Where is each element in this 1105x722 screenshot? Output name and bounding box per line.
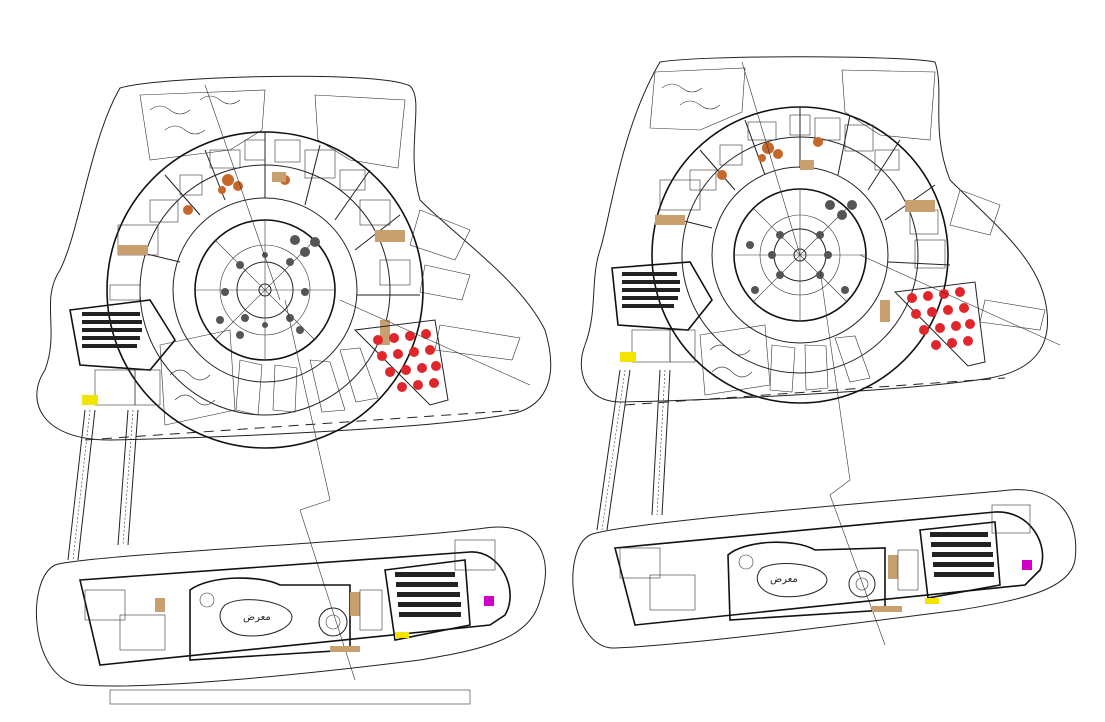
auditorium bbox=[69, 299, 176, 371]
wood-panels bbox=[655, 160, 935, 322]
landscape-block bbox=[649, 67, 746, 131]
floor-plan-right: معرض bbox=[572, 56, 1077, 649]
fountain-inner bbox=[855, 577, 869, 591]
landscape-block bbox=[159, 329, 236, 426]
lower-building-inner bbox=[613, 511, 1044, 626]
stage-highlight-yellow bbox=[925, 598, 939, 604]
room-furniture bbox=[659, 114, 946, 269]
exhibition-label: معرض bbox=[243, 612, 271, 623]
dashed-boundary bbox=[624, 377, 1006, 406]
lower-building-outline bbox=[572, 489, 1077, 649]
auditorium-seats bbox=[622, 272, 680, 308]
wood-panels bbox=[118, 172, 405, 345]
service-rooms bbox=[631, 329, 696, 363]
stair-highlight bbox=[620, 352, 636, 362]
dashed-boundary bbox=[84, 409, 521, 441]
planter bbox=[199, 592, 215, 608]
exhibition-label: معرض bbox=[770, 574, 798, 585]
lower-wood-panels bbox=[155, 592, 360, 652]
landscape-block bbox=[699, 324, 771, 396]
lower-building-outline bbox=[36, 526, 546, 687]
site-boundary bbox=[580, 56, 1049, 403]
lower-rooms bbox=[84, 539, 496, 705]
furniture-clusters bbox=[746, 200, 857, 294]
parking-stalls bbox=[769, 189, 1046, 393]
dining-area bbox=[353, 319, 449, 406]
room-furniture bbox=[117, 139, 411, 286]
lower-building-inner bbox=[79, 551, 511, 666]
wave-pattern bbox=[149, 95, 241, 135]
red-seats bbox=[373, 329, 441, 392]
ring-4 bbox=[733, 188, 867, 322]
room-partitions bbox=[659, 107, 951, 266]
lounge-furniture bbox=[717, 137, 823, 180]
landscape-block bbox=[139, 89, 266, 161]
fountain bbox=[848, 570, 876, 598]
wave-pattern bbox=[169, 369, 216, 406]
exhibition-hall bbox=[727, 541, 886, 621]
fountain-inner bbox=[325, 614, 341, 630]
stage-highlight-yellow bbox=[395, 632, 409, 638]
service-rooms bbox=[94, 284, 161, 406]
wave-pattern bbox=[709, 344, 753, 378]
planter bbox=[738, 554, 754, 570]
cinema-seats bbox=[930, 532, 994, 577]
lower-wood-panels bbox=[872, 555, 902, 612]
cinema-hall bbox=[384, 559, 471, 641]
auditorium bbox=[611, 261, 713, 331]
landscape-block bbox=[314, 94, 406, 169]
floor-plan-left: معرض bbox=[36, 75, 552, 705]
fountain bbox=[318, 607, 348, 637]
furniture-clusters bbox=[216, 235, 320, 339]
stair-highlight bbox=[82, 395, 98, 405]
wave-pattern bbox=[661, 83, 721, 110]
lower-rooms bbox=[619, 504, 1031, 611]
axis-lines bbox=[204, 84, 531, 681]
cinema-hall bbox=[919, 521, 1001, 599]
core-radial-lines bbox=[195, 220, 335, 360]
stage-highlight bbox=[484, 596, 494, 606]
bridge-connector bbox=[67, 409, 139, 561]
exhibition-inner bbox=[219, 599, 293, 637]
axis-lines bbox=[741, 61, 1061, 646]
bridge-connector bbox=[596, 369, 671, 531]
dining-area bbox=[893, 281, 986, 367]
landscape-block bbox=[841, 69, 936, 141]
red-seats bbox=[907, 287, 975, 350]
exhibition-inner bbox=[756, 563, 828, 598]
auditorium-seats bbox=[82, 312, 142, 348]
cinema-seats bbox=[395, 572, 461, 617]
site-boundary bbox=[36, 75, 552, 441]
stage-highlight bbox=[1022, 560, 1032, 570]
